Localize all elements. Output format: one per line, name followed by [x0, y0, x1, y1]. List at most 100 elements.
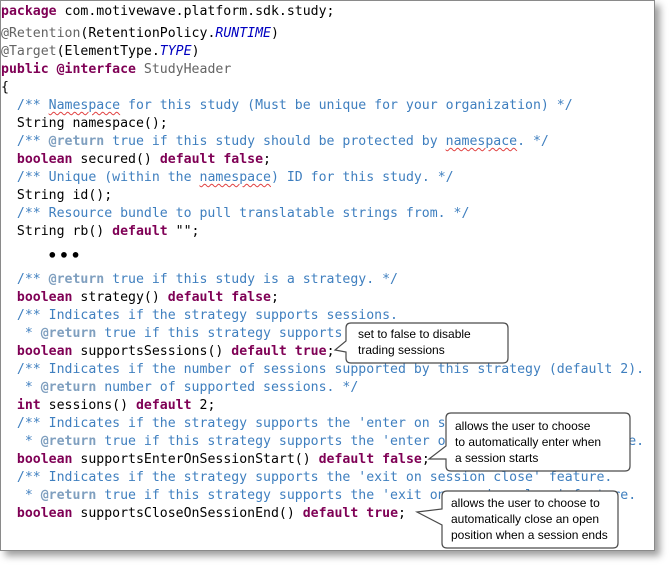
comment: /** Indicates if the strategy supports s… [1, 308, 398, 323]
keyword: false [231, 290, 271, 305]
comment: * [1, 434, 41, 449]
callout-line: to automatically enter when [455, 435, 602, 449]
code-line: /** Namespace for this study (Must be un… [1, 97, 654, 115]
comment: * [1, 326, 41, 341]
constant: RUNTIME [215, 26, 271, 41]
code-text [374, 452, 382, 467]
code-line: boolean supportsCloseOnSessionEnd() defa… [1, 505, 654, 523]
comment: namespace [199, 170, 271, 185]
keyword: false [382, 452, 422, 467]
code-text: StudyHeader [135, 62, 232, 77]
code-line: boolean supportsEnterOnSessionStart() de… [1, 451, 654, 469]
keyword: public [1, 62, 49, 77]
code-line: /** Indicates if the strategy supports t… [1, 469, 654, 487]
code-text: ; [263, 152, 271, 167]
code-line: { [1, 79, 654, 97]
callout-text-close: allows the user to choose to automatical… [451, 495, 608, 543]
keyword: int [1, 398, 41, 413]
javadoc-tag: @return [48, 272, 105, 287]
code-line: /** Indicates if the number of sessions … [1, 361, 654, 379]
keyword: default [159, 152, 216, 167]
code-text: 2; [191, 398, 216, 413]
code-text: (RetentionPolicy. [80, 26, 216, 41]
comment: /** [1, 134, 49, 149]
code-line: String namespace(); [1, 115, 654, 133]
comment: ) ID for this study. */ [270, 170, 454, 185]
code-line: boolean secured() default false; [1, 151, 654, 169]
comment: for this study (Must be unique for your … [120, 98, 573, 113]
callout-text-enter: allows the user to choose to automatical… [455, 418, 601, 466]
code-line: /** @return true if this study should be… [1, 133, 654, 151]
comment: . */ [517, 134, 549, 149]
keyword: default [302, 506, 359, 521]
keyword: boolean [1, 452, 73, 467]
comment: * [1, 380, 41, 395]
callout-line: position when a session ends [451, 528, 608, 542]
code-line: public @interface StudyHeader [1, 61, 654, 79]
code-text: supportsSessions() [72, 344, 232, 359]
keyword: boolean [1, 506, 73, 521]
code-line: @Target(ElementType.TYPE) [1, 43, 654, 61]
comment: /** Unique (within the [1, 170, 200, 185]
code-text: ; [326, 344, 335, 359]
comment: Namespace [48, 98, 121, 113]
code-text: ) [270, 26, 279, 41]
code-text: supportsCloseOnSessionEnd() [72, 506, 303, 521]
comment: namespace [445, 134, 518, 149]
code-text: String namespace(); [1, 116, 168, 131]
code-text [287, 344, 295, 359]
code-line: /** Indicates if the strategy supports s… [1, 307, 654, 325]
code-text: sessions() [40, 398, 136, 413]
screenshot-frame: package com.motivewave.platform.sdk.stud… [0, 0, 655, 551]
comment: true if this strategy supports [96, 326, 343, 341]
code-text: ; [421, 452, 430, 467]
code-text: com.motivewave.platform.sdk.study; [56, 4, 335, 19]
annotation: @Target [1, 44, 57, 59]
code-text: ; [270, 290, 279, 305]
keyword: false [223, 152, 264, 167]
comment: * [1, 488, 41, 503]
code-line: boolean supportsSessions() default true; [1, 343, 654, 361]
comment: number of supported sessions. */ [96, 380, 359, 395]
code-line: package com.motivewave.platform.sdk.stud… [1, 3, 654, 21]
code-text: ) [191, 44, 200, 59]
code-line: @Retention(RetentionPolicy.RUNTIME) [1, 25, 654, 43]
callout-line: allows the user to choose [455, 419, 591, 433]
code-text: secured() [72, 152, 160, 167]
keyword: boolean [1, 344, 73, 359]
code-line: boolean strategy() default false; [1, 289, 654, 307]
comment: true if this study is a strategy. */ [104, 272, 398, 287]
keyword: default [231, 344, 287, 359]
keyword: boolean [1, 290, 73, 305]
javadoc-tag: @return [40, 326, 97, 341]
keyword: true [294, 344, 327, 359]
javadoc-tag: @return [48, 134, 105, 149]
code-line: * @return number of supported sessions. … [1, 379, 654, 397]
keyword: default [167, 290, 224, 305]
keyword: true [366, 506, 399, 521]
callout-text-sessions: set to false to disable trading sessions [358, 326, 471, 358]
comment: /** [1, 272, 49, 287]
code-text: { [1, 80, 9, 95]
comment: /** Resource bundle to pull translatable… [1, 206, 470, 221]
code-line: /** @return true if this study is a stra… [1, 271, 654, 289]
code-text: strategy() [72, 290, 168, 305]
callout-line: allows the user to choose to [451, 496, 600, 510]
comment: /** Indicates if the number of sessions … [1, 362, 645, 377]
keyword: default [112, 224, 168, 239]
annotation: @Retention [1, 26, 81, 41]
code-text: String rb() [1, 224, 113, 239]
javadoc-tag: @return [40, 434, 97, 449]
code-text: ""; [167, 224, 200, 239]
keyword: @interface [48, 62, 136, 77]
comment: true if this study should be protected b… [104, 134, 446, 149]
code-text: String id(); [1, 188, 113, 203]
code-text: (ElementType. [56, 44, 160, 59]
code-line: int sessions() default 2; [1, 397, 654, 415]
keyword: default [318, 452, 375, 467]
code-text: supportsEnterOnSessionStart() [72, 452, 319, 467]
code-line: * @return true if this strategy supports [1, 325, 654, 343]
javadoc-tag: @return [40, 488, 97, 503]
callout-line: trading sessions [358, 343, 445, 357]
ellipsis: ••• [1, 247, 654, 265]
